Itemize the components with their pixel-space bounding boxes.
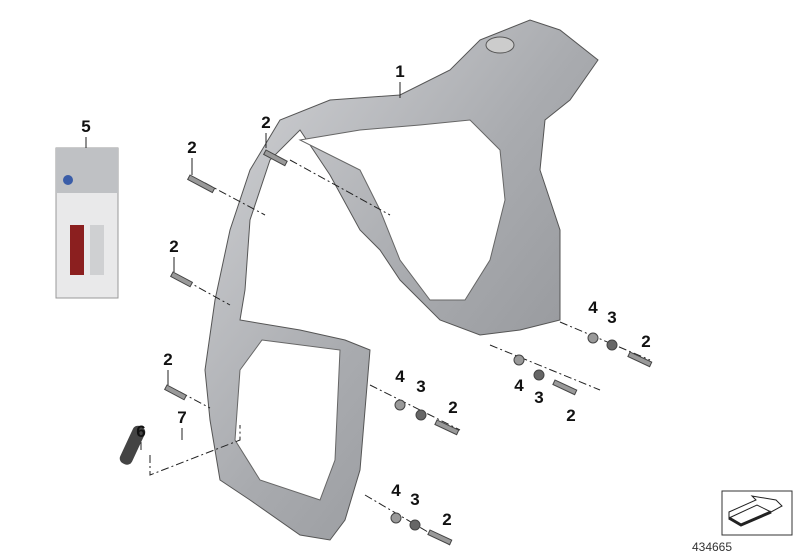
callout-3: 3: [607, 308, 617, 327]
fasteners: [119, 149, 653, 546]
callout-3: 3: [534, 388, 544, 407]
callout-6: 6: [136, 422, 146, 441]
callout-2: 2: [641, 332, 651, 351]
callout-7: 7: [177, 408, 187, 427]
callout-2: 2: [261, 113, 271, 132]
callout-2: 2: [163, 350, 173, 369]
callout-2: 2: [448, 398, 458, 417]
callout-4: 4: [395, 367, 405, 386]
callout-4: 4: [391, 481, 401, 500]
callout-2: 2: [169, 237, 179, 256]
callout-2: 2: [566, 406, 576, 425]
callout-3: 3: [416, 377, 426, 396]
main-frame: [204, 19, 599, 541]
callout-2: 2: [187, 138, 197, 157]
reference-number: 434665: [691, 540, 733, 554]
callout-5: 5: [81, 117, 91, 136]
direction-arrow-icon: [721, 490, 793, 536]
callout-3: 3: [410, 490, 420, 509]
touch-up-paint-package: [55, 147, 119, 299]
callout-4: 4: [514, 376, 524, 395]
callout-4: 4: [588, 298, 598, 317]
callout-2: 2: [442, 510, 452, 529]
callout-1: 1: [395, 62, 405, 81]
